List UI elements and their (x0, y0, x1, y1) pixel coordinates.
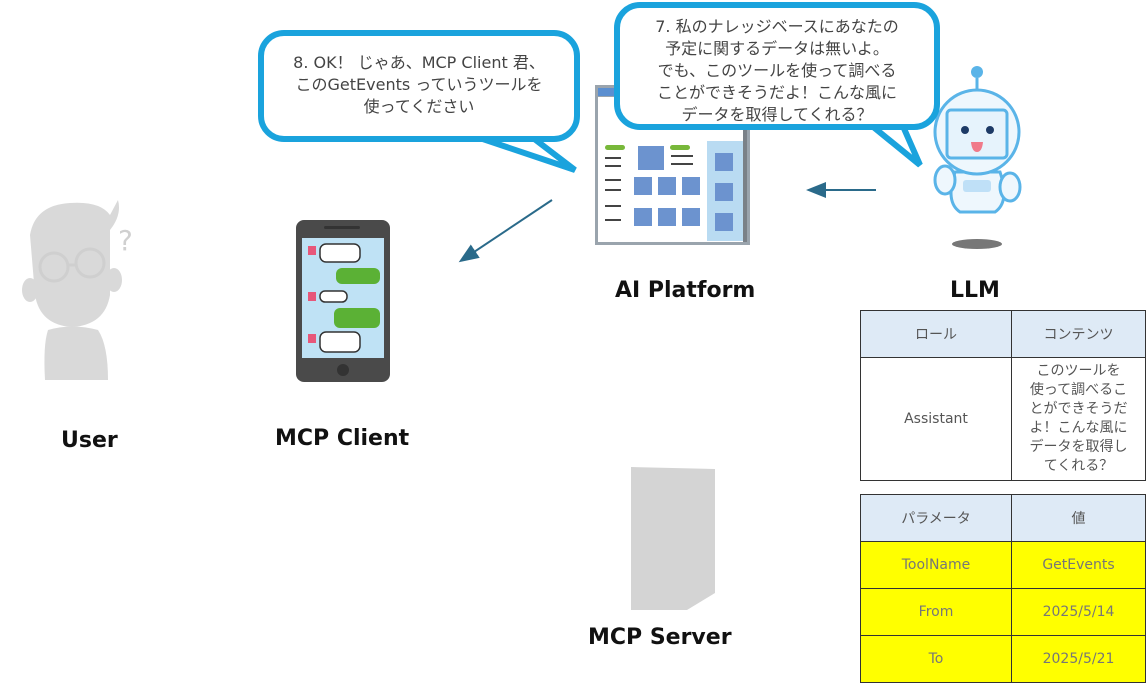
header-parameter: パラメータ (860, 494, 1012, 542)
cell-param-name: To (860, 635, 1012, 683)
user-icon: ? (22, 200, 133, 380)
speech-bubble-llm: 7. 私のナレッジベースにあなたの 予定に関するデータは無いよ。 でも、このツー… (614, 2, 940, 130)
message-table-header: ロール コンテンツ (860, 310, 1146, 358)
cell-param-name: From (860, 588, 1012, 636)
speech-bubble-platform: 8. OK！ じゃあ、MCP Client 君、 このGetEvents ってい… (258, 30, 580, 142)
parameter-table-header: パラメータ 値 (860, 494, 1146, 542)
bubble-platform-text: 8. OK！ じゃあ、MCP Client 君、 このGetEvents ってい… (293, 53, 545, 116)
cell-role: Assistant (860, 357, 1012, 481)
cell-content: このツールを 使って調べるこ とができそうだ よ！こんな風に データを取得し て… (1011, 357, 1146, 481)
smartphone-icon[interactable] (296, 220, 390, 382)
cell-param-value: GetEvents (1011, 541, 1146, 589)
parameter-table: パラメータ 値 ToolName GetEvents From 2025/5/1… (860, 494, 1146, 683)
mcp-client-label: MCP Client (275, 426, 410, 451)
header-role: ロール (860, 310, 1012, 358)
user-label: User (61, 428, 118, 453)
llm-label: LLM (950, 278, 1000, 303)
robot-icon[interactable] (915, 62, 1040, 252)
svg-text:?: ? (118, 224, 133, 257)
cell-param-value: 2025/5/14 (1011, 588, 1146, 636)
table-row: Assistant このツールを 使って調べるこ とができそうだ よ！こんな風に… (860, 357, 1146, 481)
bubble-llm-text: 7. 私のナレッジベースにあなたの 予定に関するデータは無いよ。 でも、このツー… (655, 17, 899, 124)
cell-param-name: ToolName (860, 541, 1012, 589)
cell-param-value: 2025/5/21 (1011, 635, 1146, 683)
header-value: 値 (1011, 494, 1146, 542)
mcp-server-label: MCP Server (588, 625, 732, 650)
message-table: ロール コンテンツ Assistant このツールを 使って調べるこ とができそ… (860, 310, 1146, 481)
ai-platform-label: AI Platform (615, 278, 756, 303)
server-icon (631, 467, 715, 610)
table-row: From 2025/5/14 (860, 588, 1146, 636)
header-content: コンテンツ (1011, 310, 1146, 358)
arrow-platform-to-client (458, 199, 553, 263)
table-row: To 2025/5/21 (860, 635, 1146, 683)
table-row: ToolName GetEvents (860, 541, 1146, 589)
